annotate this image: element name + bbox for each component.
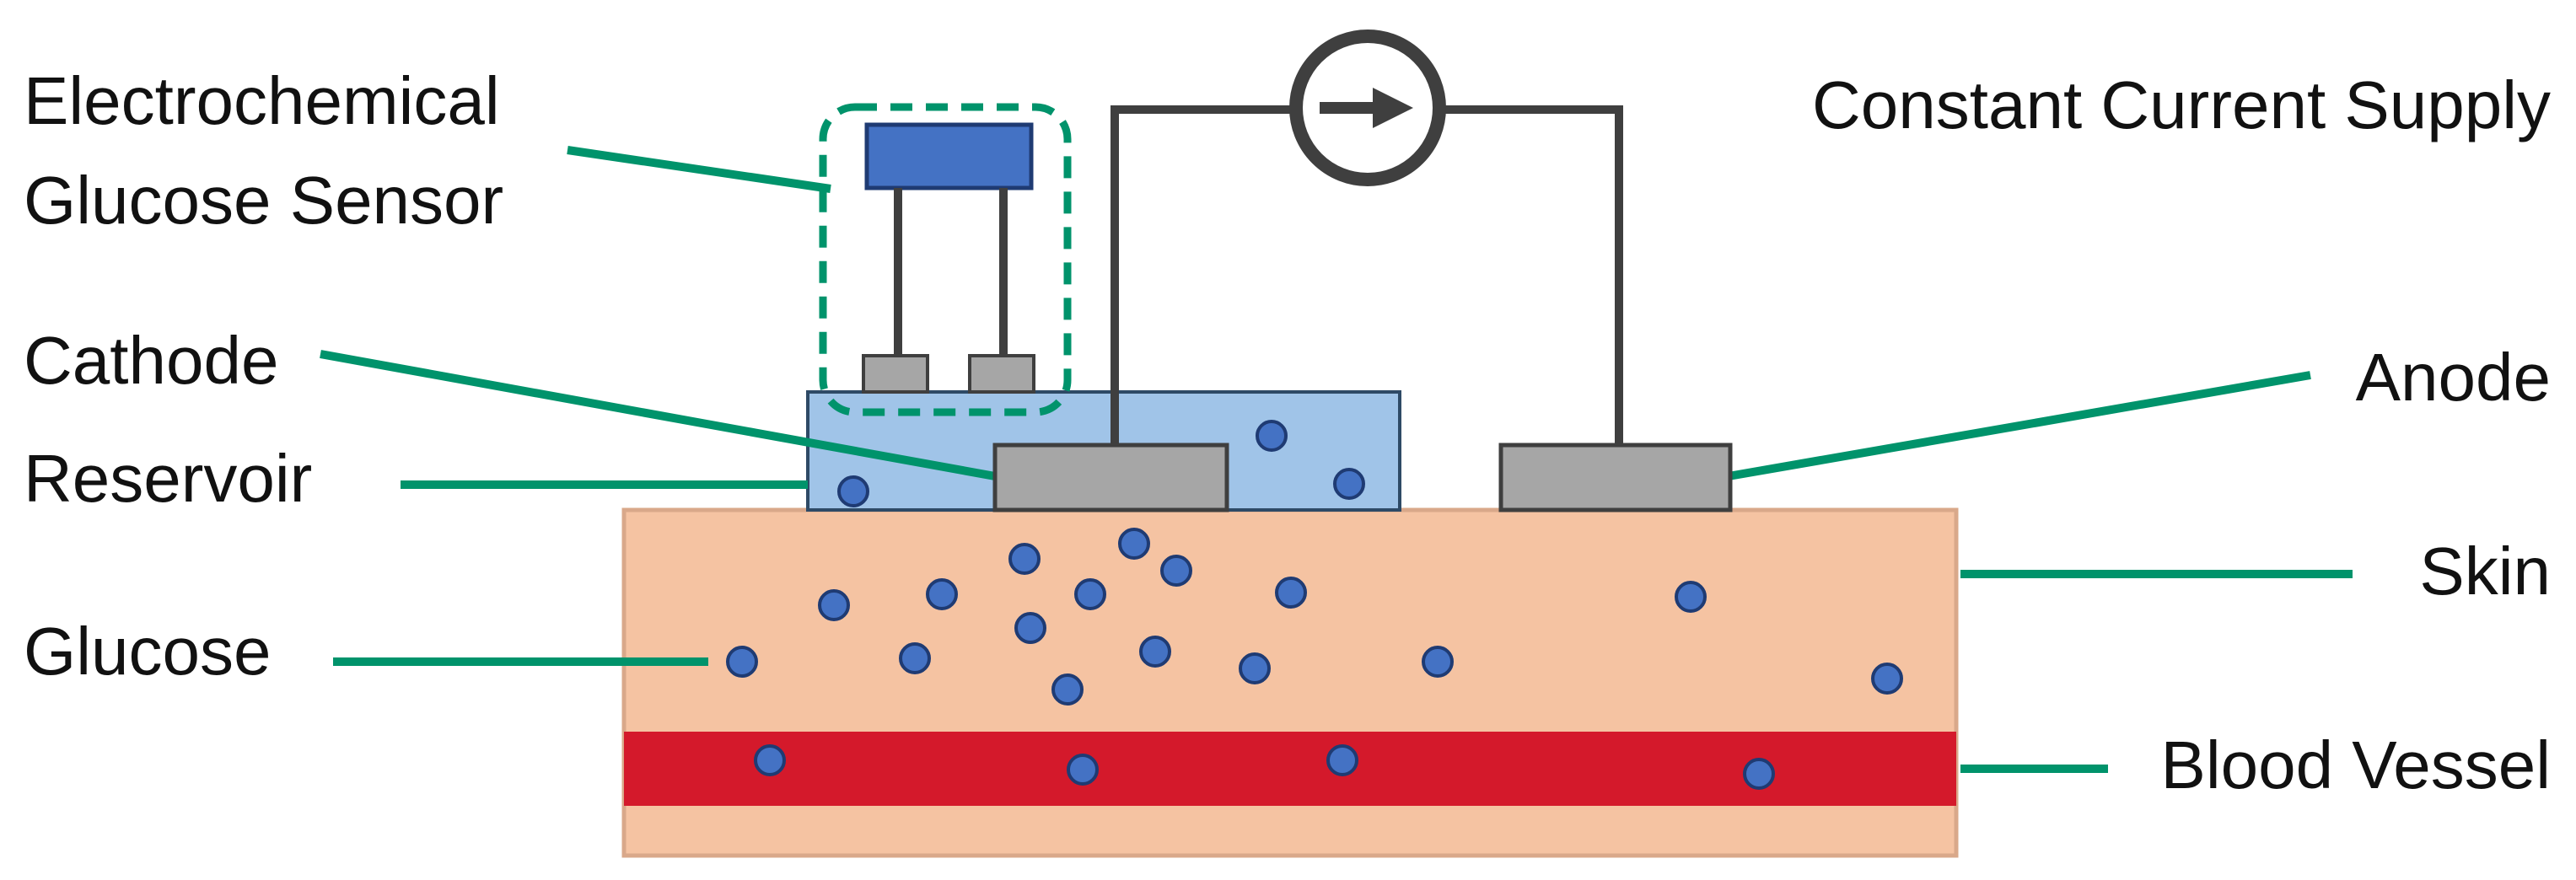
label-anode: Anode [2356,340,2551,415]
label-sensor-line1: Electrochemical [24,63,500,138]
label-glucose: Glucose [24,614,271,689]
label-skin: Skin [2419,534,2551,609]
glucose-molecule [926,578,958,610]
glucose-molecule [1675,581,1707,613]
glucose-molecule [1239,652,1271,684]
glucose-sensor [819,103,1072,416]
sensor-electrode-right [968,354,1035,394]
glucose-molecule [726,646,758,678]
blood-vessel [624,732,1956,806]
anode-electrode [1498,443,1733,512]
glucose-molecule [1160,555,1192,587]
glucose-molecule [818,589,850,621]
glucose-molecules [726,420,1903,790]
glucose-molecule [754,744,786,776]
glucose-molecule [1871,663,1903,695]
glucose-molecule [1275,577,1307,609]
leader-sensor [567,146,831,193]
glucose-molecule [837,475,869,507]
label-sensor-line2: Glucose Sensor [24,163,503,238]
label-reservoir: Reservoir [24,441,312,516]
current-source-arrow-icon [1289,30,1446,186]
glucose-molecule [1067,754,1099,786]
glucose-molecule [1008,543,1041,575]
label-supply: Constant Current Supply [1812,67,2551,142]
leader-lines [320,146,2353,773]
leader-cathode [320,350,996,480]
label-cathode: Cathode [24,323,278,398]
leader-anode [1728,371,2311,480]
glucose-molecule [1014,612,1046,644]
label-blood-vessel: Blood Vessel [2160,727,2551,802]
glucose-molecule [1333,468,1365,500]
glucose-molecule [1139,636,1171,668]
cathode-electrode [992,443,1229,512]
glucose-molecule [1074,578,1106,610]
sensor-dashed-outline [819,103,1072,416]
circuit-wires [1111,105,1623,445]
glucose-molecule [1051,673,1084,706]
glucose-molecule [1422,646,1454,678]
glucose-molecule [1256,420,1288,452]
sensor-electrode-left [862,354,929,394]
glucose-molecule [1118,528,1150,560]
glucose-molecule [899,642,931,674]
glucose-molecule [1326,744,1358,776]
glucose-molecule [1743,758,1775,790]
sensor-block [864,122,1034,190]
